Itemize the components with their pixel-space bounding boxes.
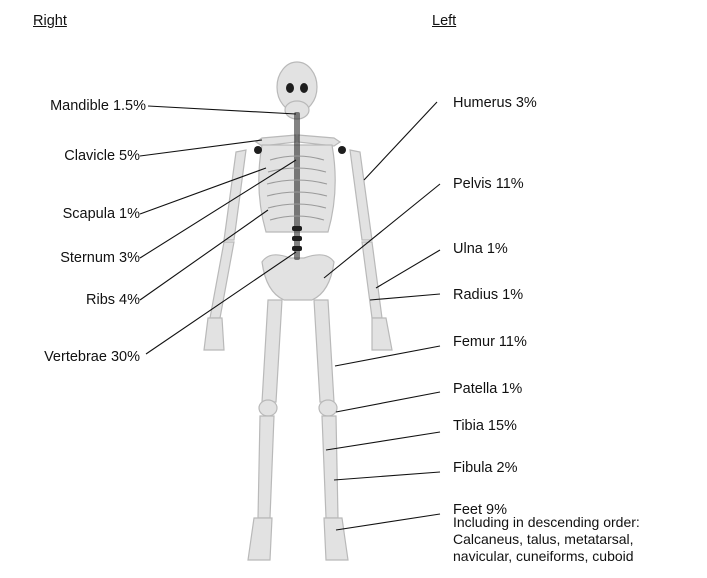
label-pelvis: Pelvis 11% — [453, 176, 524, 193]
vertebra-mark-2 — [292, 236, 302, 241]
patella-left-shape — [319, 400, 337, 416]
feet-note: Including in descending order: Calcaneus… — [453, 514, 640, 565]
pelvis-shape — [262, 255, 334, 300]
forearm-right-shape — [210, 242, 234, 318]
foot-right-shape — [248, 518, 272, 560]
leader-patella — [336, 392, 440, 412]
label-radius: Radius 1% — [453, 287, 523, 304]
patella-right-shape — [259, 400, 277, 416]
label-vertebrae: Vertebrae 30% — [44, 349, 140, 366]
label-femur: Femur 11% — [453, 334, 527, 351]
label-humerus: Humerus 3% — [453, 95, 537, 112]
shoulder-joint-right — [254, 146, 262, 154]
feet-note-line-3: navicular, cuneiforms, cuboid — [453, 548, 640, 565]
eye-socket-left — [300, 83, 308, 93]
vertebra-mark-3 — [292, 246, 302, 251]
eye-socket-right — [286, 83, 294, 93]
tibia-right-shape — [258, 416, 274, 518]
label-mandible: Mandible 1.5% — [50, 98, 146, 115]
vertebra-mark-1 — [292, 226, 302, 231]
label-ribs: Ribs 4% — [86, 292, 140, 309]
humerus-right-shape — [224, 150, 246, 240]
feet-note-line-2: Calcaneus, talus, metatarsal, — [453, 531, 640, 548]
leader-pelvis — [324, 184, 440, 278]
foot-left-shape — [324, 518, 348, 560]
humerus-left-shape — [350, 150, 372, 240]
leader-feet — [336, 514, 440, 530]
leader-mandible — [148, 106, 296, 114]
label-fibula: Fibula 2% — [453, 460, 517, 477]
feet-note-line-1: Including in descending order: — [453, 514, 640, 531]
leader-ulna — [376, 250, 440, 288]
leader-radius — [370, 294, 440, 300]
label-clavicle: Clavicle 5% — [64, 148, 140, 165]
label-patella: Patella 1% — [453, 381, 522, 398]
leader-tibia — [326, 432, 440, 450]
label-scapula: Scapula 1% — [63, 206, 140, 223]
label-tibia: Tibia 15% — [453, 418, 517, 435]
femur-right-shape — [262, 300, 282, 402]
side-label-right: Right — [33, 13, 67, 29]
tibia-left-shape — [322, 416, 338, 518]
leader-ribs — [140, 210, 268, 300]
shoulder-joint-left — [338, 146, 346, 154]
hand-left-shape — [372, 318, 392, 350]
leader-humerus — [364, 102, 437, 180]
label-ulna: Ulna 1% — [453, 241, 508, 258]
label-sternum: Sternum 3% — [60, 250, 140, 267]
leader-fibula — [334, 472, 440, 480]
hand-right-shape — [204, 318, 224, 350]
forearm-left-shape — [362, 242, 382, 318]
femur-left-shape — [314, 300, 334, 402]
side-label-left: Left — [432, 13, 456, 29]
clavicle-left-shape — [298, 135, 340, 146]
